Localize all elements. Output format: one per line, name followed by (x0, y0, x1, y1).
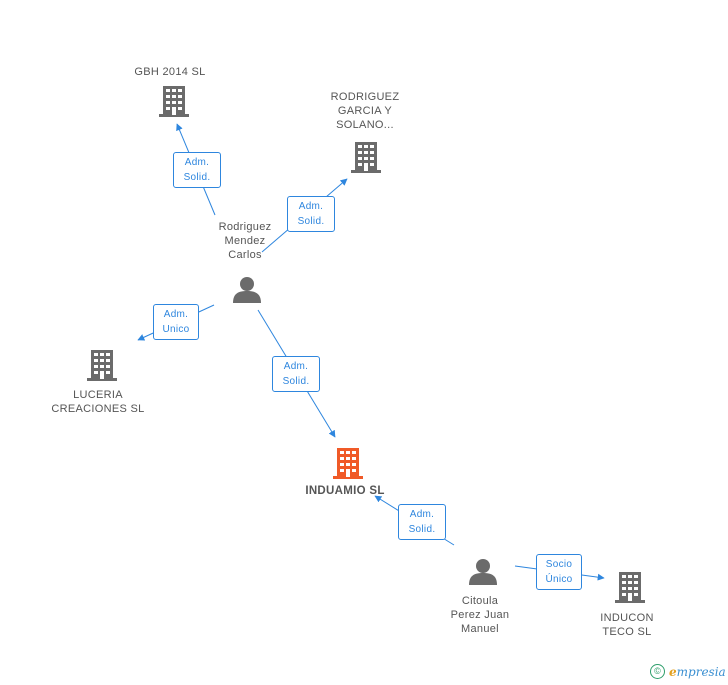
building-icon-main (333, 448, 363, 479)
building-icon (87, 350, 117, 381)
brand-logo[interactable]: © empresia (650, 664, 726, 680)
copyright-icon: © (650, 664, 665, 680)
node-label-luceria[interactable]: LUCERIA CREACIONES SL (51, 389, 145, 415)
node-label-inducon[interactable]: INDUCON TECO SL (600, 612, 654, 638)
node-label-rodriguez-mendez[interactable]: Rodriguez Mendez Carlos (218, 221, 272, 261)
edge-label-inducon: Socio Único (536, 554, 582, 590)
building-icon (159, 86, 189, 117)
brand-initial: e (669, 664, 677, 679)
brand-name: mpresia (676, 664, 726, 679)
edge-label-rodriguez-garcia: Adm. Solid. (287, 196, 335, 232)
edge-label-citoula: Adm. Solid. (398, 504, 446, 540)
edge-label-induamio: Adm. Solid. (272, 356, 320, 392)
person-icon (469, 559, 497, 585)
person-icon (233, 277, 261, 303)
node-label-rodriguez-garcia[interactable]: RODRIGUEZ GARCIA Y SOLANO... (330, 91, 400, 131)
node-label-gbh[interactable]: GBH 2014 SL (134, 66, 206, 78)
building-icon (351, 142, 381, 173)
node-label-induamio[interactable]: INDUAMIO SL (305, 485, 385, 497)
building-icon (615, 572, 645, 603)
edge-label-luceria: Adm. Unico (153, 304, 199, 340)
node-label-citoula[interactable]: Citoula Perez Juan Manuel (450, 595, 510, 635)
edge-label-gbh: Adm. Solid. (173, 152, 221, 188)
